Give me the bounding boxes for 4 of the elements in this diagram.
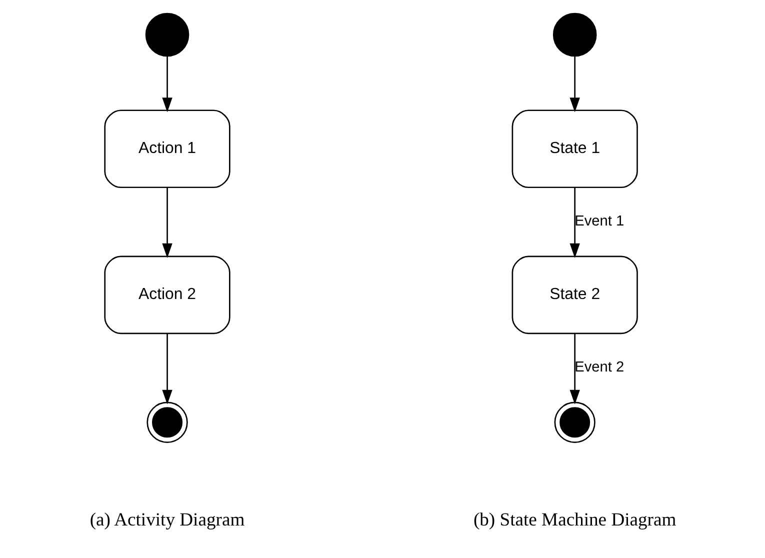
edge-label: Event 2	[574, 360, 624, 376]
edge-label: Event 1	[574, 214, 624, 230]
label: (b) State Machine Diagram	[472, 510, 676, 531]
label: (a) Activity Diagram	[89, 510, 244, 531]
